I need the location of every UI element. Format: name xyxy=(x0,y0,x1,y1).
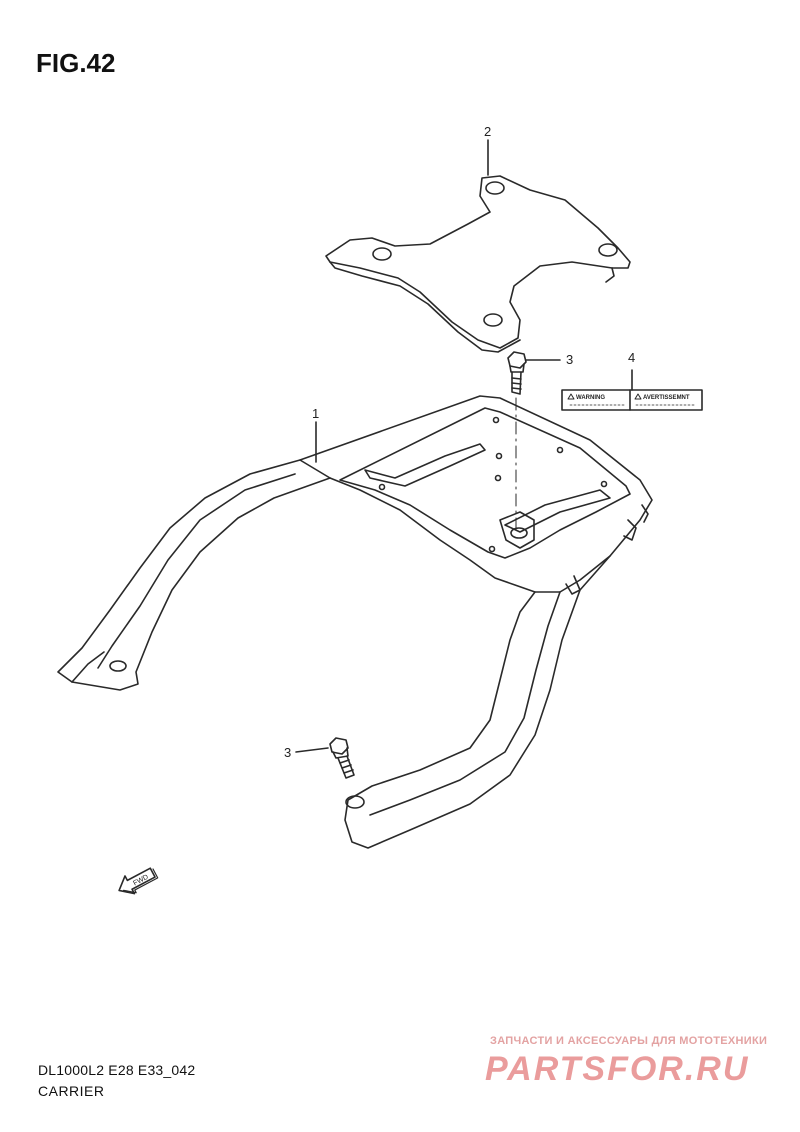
bolt-lower[interactable] xyxy=(295,737,355,779)
figure-title: FIG.42 xyxy=(36,48,116,78)
model-code: DL1000L2 E28 E33_042 xyxy=(38,1062,196,1078)
carrier-plate[interactable] xyxy=(325,175,631,353)
label-avertissement-text: AVERTISSEMNT xyxy=(643,395,690,401)
callout-1: 1 xyxy=(312,406,319,421)
fwd-direction-arrow: FWD xyxy=(118,867,159,895)
callout-4: 4 xyxy=(628,350,635,365)
watermark-brand: PARTSFOR.RU xyxy=(485,1050,750,1088)
callout-2: 2 xyxy=(484,124,491,139)
callout-3-lower: 3 xyxy=(284,745,291,760)
warning-label[interactable] xyxy=(561,369,703,411)
watermark-tagline: ЗАПЧАСТИ И АКСЕССУАРЫ ДЛЯ МОТОТЕХНИКИ xyxy=(490,1035,768,1047)
carrier-frame[interactable] xyxy=(57,395,653,849)
label-warning-text: WARNING xyxy=(576,395,605,401)
part-group-name: CARRIER xyxy=(38,1083,105,1099)
callout-3-upper: 3 xyxy=(566,352,573,367)
bolt-upper[interactable] xyxy=(507,351,561,531)
